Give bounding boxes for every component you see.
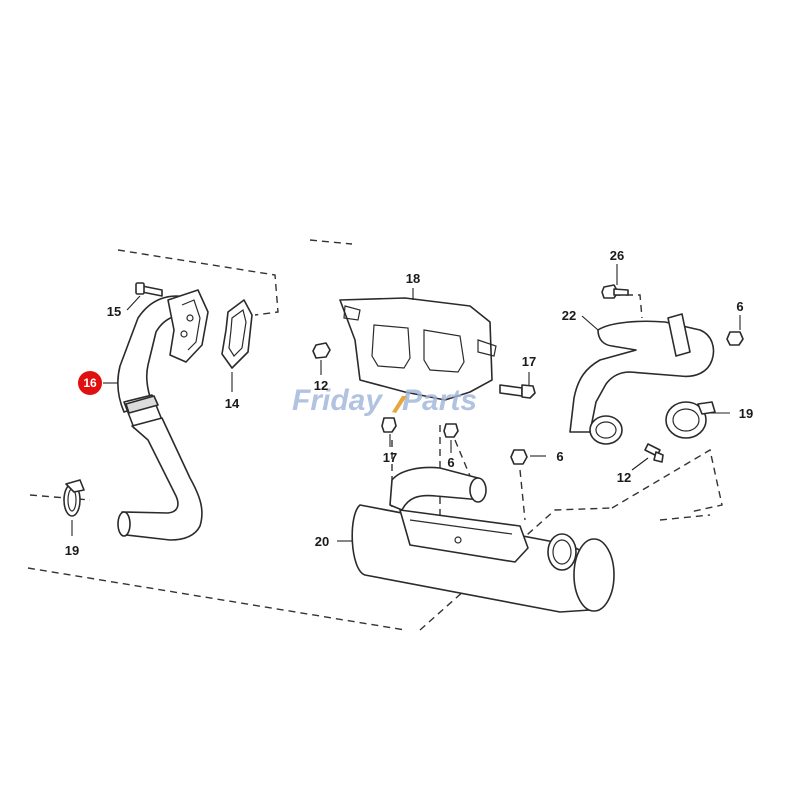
callout-14-label: 14 xyxy=(225,396,240,411)
bolt-part-17-right xyxy=(499,384,536,399)
clamp-part-19-left xyxy=(63,479,85,517)
callout-6-small-label: 6 xyxy=(447,455,454,470)
exhaust-pipe-part-16 xyxy=(117,289,209,541)
tail-pipe-part-22 xyxy=(569,313,715,445)
muffler-part-20 xyxy=(351,466,615,613)
nut-part-6-mid xyxy=(510,449,528,465)
nut-part-6-small xyxy=(443,423,459,438)
callout-17-bottom-label: 17 xyxy=(383,450,397,465)
callout-16-label: 16 xyxy=(83,376,97,390)
watermark-text-friday: Friday xyxy=(292,384,383,417)
callout-22-label: 22 xyxy=(562,308,576,323)
watermark-logo: Friday Parts xyxy=(292,384,477,417)
callout-15-label: 15 xyxy=(107,304,121,319)
callout-12-mid-label: 12 xyxy=(314,378,328,393)
watermark-text-parts: Parts xyxy=(402,384,477,417)
callout-16-highlighted[interactable]: 16 xyxy=(78,371,102,395)
nut-part-6-right xyxy=(726,331,744,346)
bolt-part-15 xyxy=(135,282,163,297)
leader-lines xyxy=(71,264,741,542)
nut-part-12-mid xyxy=(312,342,331,359)
callout-6-mid-label: 6 xyxy=(556,449,563,464)
callout-16-badge xyxy=(78,371,102,395)
bolt-part-26 xyxy=(601,284,629,299)
callout-20-label: 20 xyxy=(315,534,329,549)
clamp-part-19-right xyxy=(665,401,716,439)
callout-6-right-label: 6 xyxy=(736,299,743,314)
bolt-part-12-right xyxy=(644,443,664,463)
callout-18-label: 18 xyxy=(406,271,420,286)
callout-12-right-label: 12 xyxy=(617,470,631,485)
bolt-part-17-bottom xyxy=(381,417,397,433)
callout-26-label: 26 xyxy=(610,248,624,263)
heat-shield-part-18 xyxy=(339,297,497,401)
gasket-part-14 xyxy=(221,299,253,369)
watermark-slash-mark xyxy=(392,396,407,413)
callout-17-right-label: 17 xyxy=(522,354,536,369)
callout-19-right-label: 19 xyxy=(739,406,753,421)
callout-19-left-label: 19 xyxy=(65,543,79,558)
